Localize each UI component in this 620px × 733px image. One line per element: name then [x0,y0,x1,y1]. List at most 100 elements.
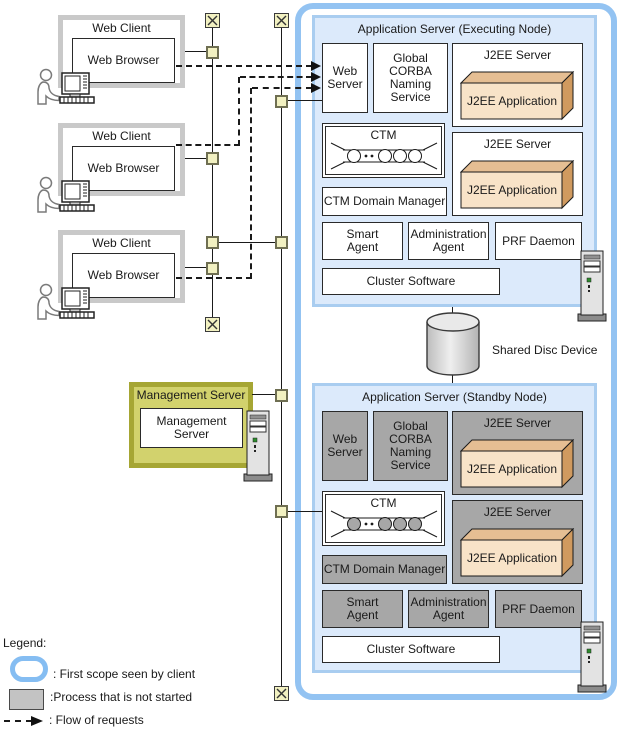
management-server-process: Management Server [140,408,243,448]
request-flow-client3-h2 [252,87,312,89]
shared-disc-icon [426,312,480,376]
j2ee-application-box: J2EE Application [459,438,576,489]
j2ee-application-box: J2EE Application [459,527,576,578]
web-server-box: Web Server [322,411,368,481]
standby-node-title: Application Server (Standby Node) [362,390,547,404]
legend-flow-label: : Flow of requests [49,713,144,727]
smart-agent-label: Smart Agent [346,227,379,254]
legend-first-scope-icon [10,656,48,682]
j2ee-server-label: J2EE Server [483,505,552,519]
client3-network-link [185,267,207,268]
prf-daemon-box: PRF Daemon [495,222,582,260]
corba-naming-label: Global CORBA Naming Service [389,419,432,472]
j2ee-application-label: J2EE Application [466,461,558,476]
web-browser-label: Web Browser [87,161,160,175]
request-arrow-icon [311,83,321,93]
standby-node: Application Server (Standby Node) Web Se… [312,383,607,693]
ctm-domain-manager-box: CTM Domain Manager [322,187,447,216]
web-server-label: Web Server [327,432,363,459]
ctm-box: CTM [322,123,445,178]
j2ee-server-box: J2EE Server J2EE Application [452,411,583,495]
user-workstation-icon [37,283,95,320]
user-workstation-icon [37,68,95,105]
j2ee-application-label: J2EE Application [466,182,558,197]
network-node-icon [275,505,288,518]
corba-naming-label: Global CORBA Naming Service [389,51,432,104]
administration-agent-label: Administration Agent [410,227,487,254]
ctm-label: CTM [370,496,397,510]
prf-daemon-label: PRF Daemon [502,233,575,248]
smart-agent-label: Smart Agent [346,595,379,622]
network-terminator-icon [274,686,289,701]
j2ee-server-label: J2EE Server [483,48,552,62]
client2-network-link [185,158,207,159]
ctm-label: CTM [370,128,397,142]
j2ee-server-box: J2EE Server J2EE Application [452,43,583,127]
j2ee-application-label: J2EE Application [466,93,558,108]
web-browser-label: Web Browser [87,53,160,67]
standby-ctm-network-link [288,511,322,512]
web-client-title: Web Client [92,129,151,143]
network-terminator-icon [274,13,289,28]
network-node-icon [206,262,219,275]
corba-naming-box: Global CORBA Naming Service [373,411,448,481]
cluster-software-box: Cluster Software [322,636,500,663]
legend-flow-arrow-icon [31,716,43,726]
web-server-box: Web Server [322,43,368,113]
server-tower-icon [243,410,273,482]
request-arrow-icon [311,61,321,71]
network-terminator-icon [205,317,220,332]
legend-title: Legend: [3,636,47,650]
ctm-queue-icon [330,142,437,170]
legend-flow-dash-icon [4,720,32,722]
trunk-bridge-link [213,242,281,243]
management-server-label: Management Server [156,414,227,441]
j2ee-application-box: J2EE Application [459,70,576,121]
administration-agent-label: Administration Agent [410,595,487,622]
request-flow-client2-h2 [240,76,312,78]
j2ee-server-box: J2EE Server J2EE Application [452,132,583,216]
j2ee-server-label: J2EE Server [483,416,552,430]
smart-agent-box: Smart Agent [322,222,403,260]
executing-node-title: Application Server (Executing Node) [357,22,552,36]
ctm-domain-manager-box: CTM Domain Manager [322,555,447,584]
first-scope-outline [295,3,617,700]
legend-not-started-icon [9,689,44,710]
request-flow-client3-h1 [176,277,252,279]
network-node-icon [206,152,219,165]
ctm-domain-manager-label: CTM Domain Manager [323,194,446,208]
network-terminator-icon [205,13,220,28]
legend-not-started-label: :Process that is not started [50,690,193,704]
request-arrow-icon [311,72,321,82]
prf-daemon-label: PRF Daemon [502,601,575,616]
web-server-label: Web Server [327,64,363,91]
webserver-network-link [288,100,322,101]
client1-network-link [185,51,207,52]
web-browser-box: Web Browser [72,253,175,298]
request-flow-client2-v [238,77,240,146]
network-node-icon [206,236,219,249]
web-browser-label: Web Browser [87,268,160,282]
executing-node: Application Server (Executing Node) Web … [312,15,607,322]
network-node-icon [275,236,288,249]
ctm-domain-manager-label: CTM Domain Manager [323,562,446,576]
j2ee-application-label: J2EE Application [466,550,558,565]
server-tower-icon [577,621,607,693]
j2ee-application-box: J2EE Application [459,159,576,210]
management-server-box: Management Server Management Server [129,382,253,468]
management-server-title: Management Server [136,388,246,402]
j2ee-server-box: J2EE Server J2EE Application [452,500,583,584]
network-node-icon [275,389,288,402]
legend-first-scope-label: : First scope seen by client [53,667,196,681]
cluster-software-label: Cluster Software [366,274,456,288]
administration-agent-box: Administration Agent [408,222,489,260]
web-client-title: Web Client [92,21,151,35]
ctm-box: CTM [322,491,445,546]
smart-agent-box: Smart Agent [322,590,403,628]
network-node-icon [206,46,219,59]
left-network-line [212,28,213,318]
cluster-software-label: Cluster Software [366,642,456,656]
right-network-line [281,28,282,688]
shared-disc-label: Shared Disc Device [492,343,598,357]
